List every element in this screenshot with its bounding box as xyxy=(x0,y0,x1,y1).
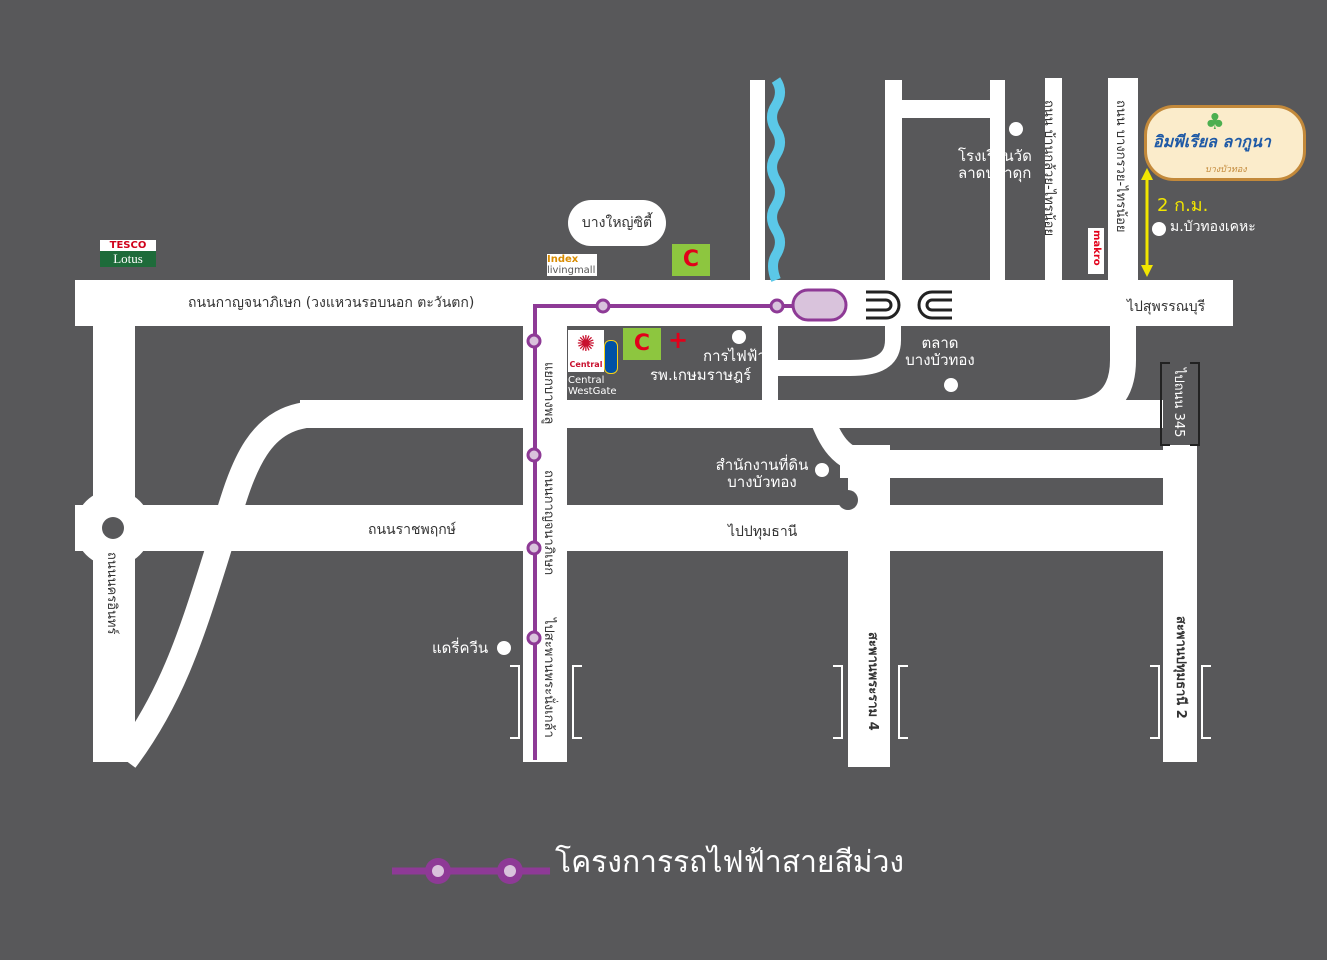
ikea-logo xyxy=(604,340,618,374)
road-label-purple-bottom: ไปสะพานพระนั่งเกล้า xyxy=(541,618,556,738)
distance-label: 2 ก.ม. xyxy=(1157,195,1209,216)
station-3 xyxy=(526,333,542,349)
bigc-logo-2: C xyxy=(623,328,661,360)
central-text: Central xyxy=(569,360,603,369)
road-curve-west xyxy=(114,401,321,768)
index-logo: Index livingmall xyxy=(547,254,597,276)
bracket xyxy=(510,665,520,739)
road-label-purple-top: แยกบางพลู xyxy=(541,362,556,425)
main-station xyxy=(791,288,848,322)
tree-icon: ♣ xyxy=(1205,110,1225,135)
purple-line xyxy=(526,288,848,760)
makro-logo: makro xyxy=(1088,228,1104,274)
hospital-cross-icon: + xyxy=(668,326,689,354)
interchange-icon xyxy=(866,290,952,320)
road-label-ban-kluai: ถนน บ้านกล้วย-ไทรน้อย xyxy=(1041,100,1056,237)
legend-label: โครงการรถไฟฟ้าสายสีม่วง xyxy=(555,845,905,880)
road-curve-east xyxy=(1059,326,1136,427)
index-sub-text: livingmall xyxy=(547,265,596,276)
station-2 xyxy=(769,298,785,314)
road-north-3 xyxy=(990,80,1005,280)
road-label-bang-kruai: ถนน บางกรวย-ไทรน้อย xyxy=(1113,100,1128,233)
road-ban-kluai xyxy=(1045,78,1062,280)
bracket xyxy=(898,665,908,739)
road-ratchaphruek xyxy=(75,505,1163,551)
road-label-nakhon-in: ถนนนครอินทร์ xyxy=(104,552,119,635)
market-marker xyxy=(944,378,958,392)
bracket xyxy=(1201,665,1211,739)
river xyxy=(767,77,785,282)
place-market: ตลาดบางบัวทอง xyxy=(905,334,975,369)
central-star-icon: ✺ xyxy=(576,332,596,357)
tesco-text: TESCO xyxy=(100,240,156,251)
station-6 xyxy=(526,630,542,646)
roads xyxy=(75,78,1233,767)
station-1 xyxy=(595,298,611,314)
distance-arrow xyxy=(1141,168,1153,277)
place-dairy-queen: แดรี่ควีน xyxy=(432,639,489,657)
legend-line xyxy=(392,858,550,884)
bracket xyxy=(1160,362,1170,446)
place-village: ม.บัวทองเคหะ xyxy=(1170,219,1256,235)
project-name: อิมพีเรียล ลากูนา xyxy=(1153,132,1271,151)
dairy-queen-marker xyxy=(497,641,511,655)
road-north-connector xyxy=(902,100,1005,118)
place-hospital: รพ.เกษมราษฎร์ xyxy=(650,366,752,384)
road-curve-market xyxy=(778,326,901,376)
station-5 xyxy=(526,540,542,556)
road-label-ratchaphruek: ถนนราชพฤกษ์ xyxy=(368,522,456,538)
place-school: โรงเรียนวัดลาดปลาดุก xyxy=(958,147,1032,182)
place-bang-yai-city: บางใหญ่ซิตี้ xyxy=(568,200,666,246)
road-kanchanaphisek xyxy=(75,280,1233,326)
road-label-kanchanaphisek: ถนนกาญจนาภิเษก (วงแหวนรอบนอก ตะวันตก) xyxy=(188,295,475,311)
road-label-to-suphanburi: ไปสุพรรณบุรี xyxy=(1127,299,1206,315)
junction-island xyxy=(838,490,858,510)
school-marker xyxy=(1009,122,1023,136)
bracket xyxy=(1150,665,1160,739)
road-label-to-345: ไปถนน 345 xyxy=(1171,368,1186,438)
place-land-office: สำนักงานที่ดินบางบัวทอง xyxy=(715,456,809,491)
road-label-bridge-rama4: สะพานพระราม 4 xyxy=(865,632,880,731)
index-text: Index xyxy=(547,254,579,265)
bigc-logo: C xyxy=(672,244,710,276)
electricity-marker xyxy=(732,330,746,344)
road-north-2 xyxy=(885,80,902,280)
road-label-bridge-pathum: สะพานปทุมธานี 2 xyxy=(1173,616,1188,719)
road-curve-mid xyxy=(808,409,873,476)
place-electricity: การไฟฟ้า xyxy=(703,347,766,365)
bracket xyxy=(833,665,843,739)
tesco-lotus-logo: TESCO Lotus xyxy=(100,240,156,267)
lotus-text: Lotus xyxy=(100,251,156,267)
road-east-lower xyxy=(840,450,1163,478)
road-middle xyxy=(300,400,1163,428)
road-label-to-pathum-thani: ไปปทุมธานี xyxy=(728,524,798,540)
project-logo: อิมพีเรียล ลากูนา ♣ บางบัวทอง xyxy=(1144,105,1306,181)
road-label-purple-mid: ถนนกาญจนาภิเษก xyxy=(541,470,556,576)
central-logo: ✺ Central xyxy=(568,330,604,372)
roundabout-center xyxy=(102,517,124,539)
road-bridge-pathum xyxy=(1163,445,1197,762)
land-office-marker xyxy=(815,463,829,477)
road-bang-kruai xyxy=(1108,78,1138,280)
road-short xyxy=(762,326,778,400)
place-central-westgate: Central WestGate xyxy=(568,375,617,397)
village-marker xyxy=(1152,222,1166,236)
station-4 xyxy=(526,447,542,463)
bracket xyxy=(1190,362,1200,446)
makro-text: makro xyxy=(1091,230,1102,266)
bracket xyxy=(572,665,582,739)
project-sub: บางบัวทอง xyxy=(1205,165,1247,175)
road-north-1 xyxy=(750,80,765,280)
